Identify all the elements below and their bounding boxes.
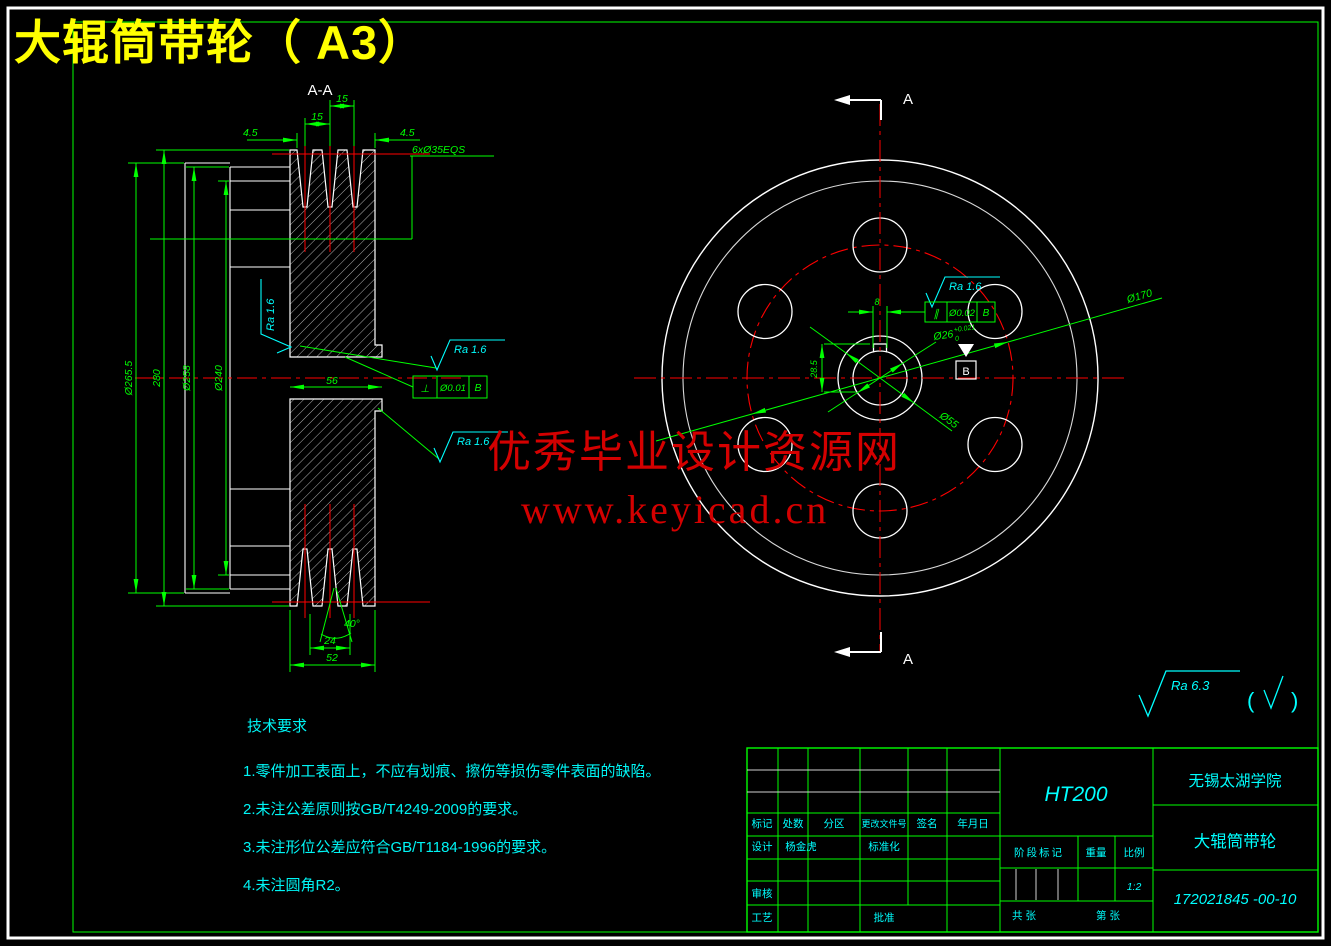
title-block: 标记 处数 分区 更改文件号 签名 年月日 设计 杨金虎 标准化 审核 工艺 批… — [746, 747, 1319, 933]
datum-label: B — [962, 366, 969, 378]
dim-56: 56 — [326, 375, 338, 387]
dim-280: 280 — [151, 369, 163, 388]
title-block-white-rules — [747, 769, 1059, 900]
dim-bore-tol-lower: 0 — [955, 336, 960, 343]
fcf2-datum: B — [983, 308, 990, 319]
dim-dia-240: Ø240 — [213, 365, 225, 392]
scale-value: 1:2 — [1127, 881, 1142, 893]
dim-45-left: 4.5 — [243, 127, 258, 139]
section-label: A-A — [307, 82, 332, 99]
school-name: 无锡太湖学院 — [1188, 771, 1281, 790]
dim-dia-258: Ø258 — [181, 365, 193, 392]
tech-req-item-4: 4.未注圆角R2。 — [243, 877, 350, 894]
designer-name: 杨金虎 — [785, 840, 817, 853]
dim-45-right: 4.5 — [400, 127, 415, 139]
approve-label: 批准 — [874, 911, 895, 924]
drawing-number: 172021845 -00-10 — [1174, 891, 1297, 908]
rim-top-section — [289, 149, 383, 358]
dim-bore-tol-upper: +0.021 — [953, 324, 975, 334]
section-dimensions — [128, 100, 494, 672]
paren-close: ) — [1291, 688, 1298, 713]
sheets-total: 共 张 — [1012, 910, 1036, 922]
dim-bore-group: Ø26 +0.021 0 — [932, 324, 976, 343]
dim-bolt-circle-group: Ø170 — [1125, 287, 1154, 306]
part-name: 大辊筒带轮 — [1194, 832, 1277, 851]
process-label: 工艺 — [752, 912, 773, 924]
ra-front: Ra 1.6 — [949, 281, 982, 293]
dim-keyway-depth: 28.5 — [809, 359, 819, 379]
dim-15-outer: 15 — [336, 93, 348, 105]
watermark-line2: www.keyicad.cn — [521, 487, 830, 532]
ra-lower: Ra 1.6 — [457, 436, 490, 448]
dim-keyway-width: 8 — [874, 297, 879, 307]
rev-header-zone: 分区 — [824, 818, 845, 830]
stage-label: 阶段标记 — [1014, 846, 1064, 859]
cut-label-bottom: A — [903, 651, 913, 668]
tech-req-item-1: 1.零件加工表面上，不应有划痕、擦伤等损伤零件表面的缺陷。 — [243, 763, 661, 780]
dim-24: 24 — [323, 635, 336, 647]
cut-arrow-bottom — [834, 647, 850, 657]
fcf-symbol: ⊥ — [420, 383, 429, 395]
rev-header-docno: 更改文件号 — [861, 818, 906, 829]
scale-label: 比例 — [1124, 846, 1145, 859]
cut-plane-marks: A A — [834, 91, 913, 668]
material: HT200 — [1044, 783, 1107, 806]
page-title: 大辊筒带轮（ A3） — [14, 16, 427, 69]
dim-bolt-circle: Ø170 — [1125, 287, 1154, 306]
watermark-line1: 优秀毕业设计资源网 — [487, 428, 901, 477]
fcf-parallelism: ∥ Ø0.02 B — [924, 301, 996, 323]
rim-bottom-section — [289, 398, 383, 607]
ra-left: Ra 1.6 — [265, 298, 277, 331]
roughness-front-icon — [925, 276, 1000, 309]
cut-label-top: A — [903, 91, 913, 108]
fcf2-tolerance: Ø0.02 — [948, 308, 976, 319]
standardization-label: 标准化 — [868, 840, 900, 853]
dim-15-inner: 15 — [311, 111, 323, 123]
dim-52: 52 — [326, 652, 338, 664]
rev-header-count: 处数 — [783, 817, 804, 830]
general-roughness-note: Ra 6.3 ( ) — [1138, 670, 1298, 718]
fcf-datum: B — [474, 382, 481, 394]
front-view: A A — [634, 91, 1163, 668]
tech-req-item-2: 2.未注公差原则按GB/T4249-2009的要求。 — [243, 801, 528, 818]
design-label: 设计 — [752, 840, 773, 853]
sheet-no: 第 张 — [1096, 909, 1120, 922]
front-dimensions — [655, 297, 1163, 442]
dim-bore: Ø26 — [932, 328, 954, 343]
dim-angle: 40° — [344, 618, 360, 630]
roughness-upper-icon — [430, 339, 505, 372]
ra-general: Ra 6.3 — [1171, 678, 1210, 693]
tech-req-item-3: 3.未注形位公差应符合GB/T1184-1996的要求。 — [243, 839, 557, 856]
holes-note: 6xØ35EQS — [412, 144, 465, 156]
tech-req-heading: 技术要求 — [247, 718, 308, 735]
sheet-border — [6, 6, 1325, 940]
fcf2-symbol: ∥ — [933, 308, 939, 320]
section-centerlines — [135, 138, 465, 618]
section-view: A-A — [123, 82, 508, 672]
cut-arrow-top — [834, 95, 850, 105]
dim-dia-2655: Ø265.5 — [123, 361, 135, 397]
rev-header-date: 年月日 — [957, 817, 989, 830]
check-label: 审核 — [752, 887, 773, 900]
roughness-lower-icon — [433, 431, 508, 464]
rev-header-mark: 标记 — [752, 818, 773, 830]
rev-header-sign: 签名 — [917, 817, 938, 830]
roughness-left-icon: Ra 1.6 — [260, 279, 293, 354]
paren-open: ( — [1247, 688, 1255, 713]
weight-label: 重量 — [1086, 846, 1108, 859]
fcf-tolerance: Ø0.01 — [439, 383, 466, 394]
roughness-default-icon — [1263, 675, 1284, 710]
ra-upper: Ra 1.6 — [454, 344, 487, 356]
datum-flag: B — [955, 344, 977, 380]
fcf-perpendicularity: ⊥ Ø0.01 B — [412, 375, 488, 399]
